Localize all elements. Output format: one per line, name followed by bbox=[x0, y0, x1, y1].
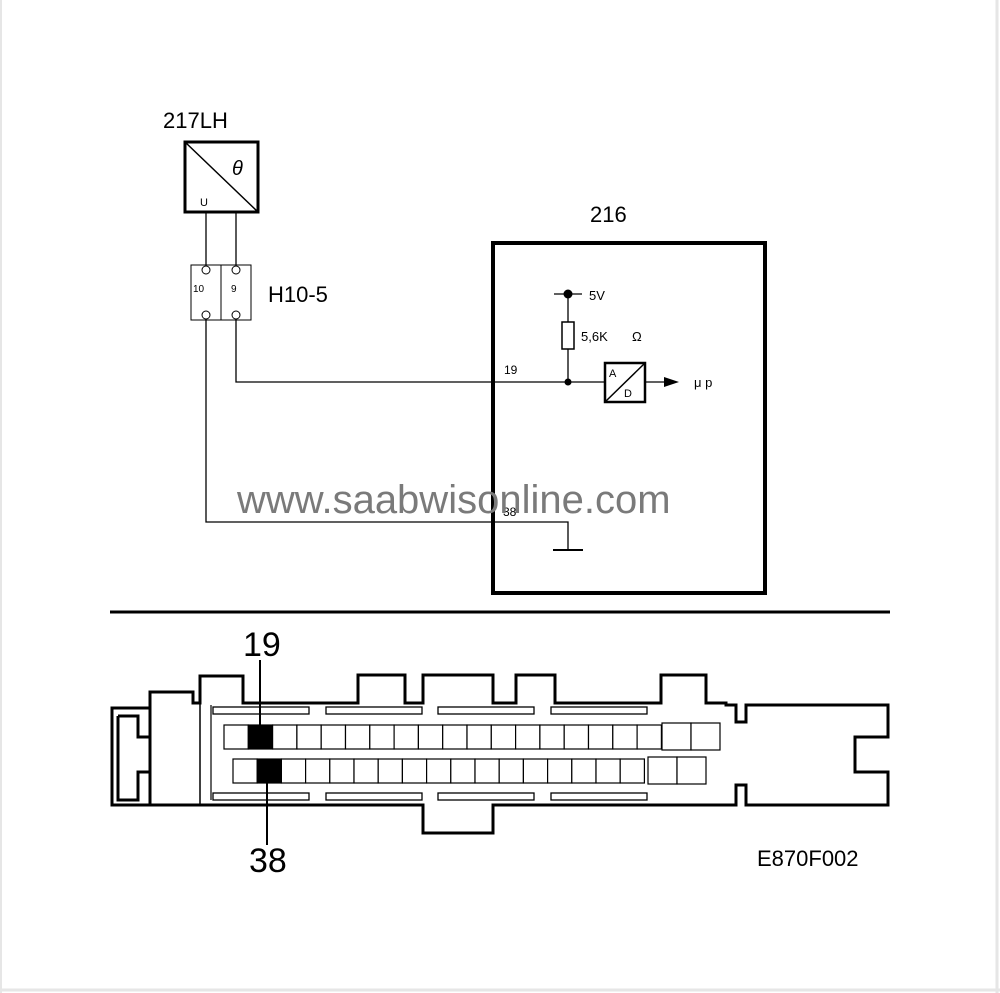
pin-cavity bbox=[563, 724, 590, 750]
pin-cavity bbox=[369, 724, 395, 750]
pin-cavity bbox=[466, 724, 492, 750]
pin-cavity bbox=[272, 724, 298, 750]
pin-cavity bbox=[571, 758, 597, 784]
microprocessor-label: μ p bbox=[694, 375, 712, 390]
pin-cavity bbox=[417, 724, 444, 750]
pin-cavity bbox=[636, 724, 662, 750]
pin-cavity-large bbox=[676, 756, 707, 785]
watermark-text: www.saabwisonline.com bbox=[236, 478, 671, 522]
pin-cavity bbox=[474, 758, 500, 784]
pin-cavity bbox=[426, 758, 452, 784]
pin-cavity bbox=[344, 724, 371, 750]
pin-cavity bbox=[401, 758, 428, 784]
sensor-label: 217LH bbox=[163, 108, 228, 133]
pin-cavity bbox=[353, 758, 379, 784]
ecu-pin-38: 38 bbox=[503, 505, 517, 519]
pin-cavity bbox=[587, 724, 614, 750]
sensor-output-label: U bbox=[200, 197, 208, 209]
pin-cavity bbox=[232, 758, 258, 784]
pin-cavity bbox=[490, 724, 517, 750]
pin-cavity bbox=[329, 758, 355, 784]
pin-cavity bbox=[393, 724, 420, 750]
connector-label: H10-5 bbox=[268, 282, 328, 307]
pin-cavity-38 bbox=[256, 758, 283, 784]
pinout-label-38: 38 bbox=[249, 842, 287, 880]
resistor-unit: Ω bbox=[632, 329, 642, 344]
pin-cavity bbox=[539, 724, 565, 750]
pin-row-bottom bbox=[232, 756, 707, 785]
pin-cavity bbox=[619, 758, 646, 784]
pin-cavity bbox=[595, 758, 621, 784]
pin-cavity bbox=[377, 758, 404, 784]
pin-cavity bbox=[223, 724, 249, 750]
ecu-label: 216 bbox=[590, 202, 627, 227]
ecu-connector-outline bbox=[110, 673, 890, 835]
pin-cavity bbox=[514, 724, 541, 750]
pin-cavity bbox=[450, 758, 476, 784]
adc-input-label: A bbox=[609, 368, 617, 380]
pin-row-top bbox=[223, 722, 721, 751]
pin-cavity bbox=[546, 758, 573, 784]
ground-wire bbox=[205, 319, 569, 550]
ecu-box bbox=[491, 241, 767, 595]
connector-pin-9: 9 bbox=[231, 284, 237, 295]
pinout-label-19: 19 bbox=[243, 626, 281, 664]
figure-code: E870F002 bbox=[757, 846, 859, 871]
supply-label: 5V bbox=[589, 288, 605, 303]
temperature-sensor bbox=[183, 140, 260, 214]
pin-cavity bbox=[320, 724, 347, 750]
arrow-right-icon bbox=[664, 377, 679, 387]
adc-output-label: D bbox=[624, 388, 632, 400]
connector-pin-10: 10 bbox=[193, 284, 205, 295]
pin-cavity-large bbox=[690, 722, 721, 751]
pin-cavity bbox=[280, 758, 307, 784]
pin-cavity bbox=[522, 758, 549, 784]
pin-cavity bbox=[612, 724, 638, 750]
theta-symbol: θ bbox=[232, 158, 243, 180]
pullup-resistor bbox=[561, 321, 575, 350]
resistor-value: 5,6K bbox=[581, 329, 608, 344]
ecu-pin-19: 19 bbox=[504, 363, 518, 377]
signal-wire bbox=[235, 319, 568, 383]
pin-cavity bbox=[498, 758, 525, 784]
pin-cavity-large bbox=[661, 722, 692, 751]
pin-cavity bbox=[442, 724, 468, 750]
pin-cavity-large bbox=[647, 756, 678, 785]
pin-cavity bbox=[305, 758, 331, 784]
connector-h10-5 bbox=[190, 264, 252, 321]
pin-cavity bbox=[296, 724, 322, 750]
key-slots bbox=[212, 706, 648, 801]
pin-cavity-19 bbox=[247, 724, 274, 750]
